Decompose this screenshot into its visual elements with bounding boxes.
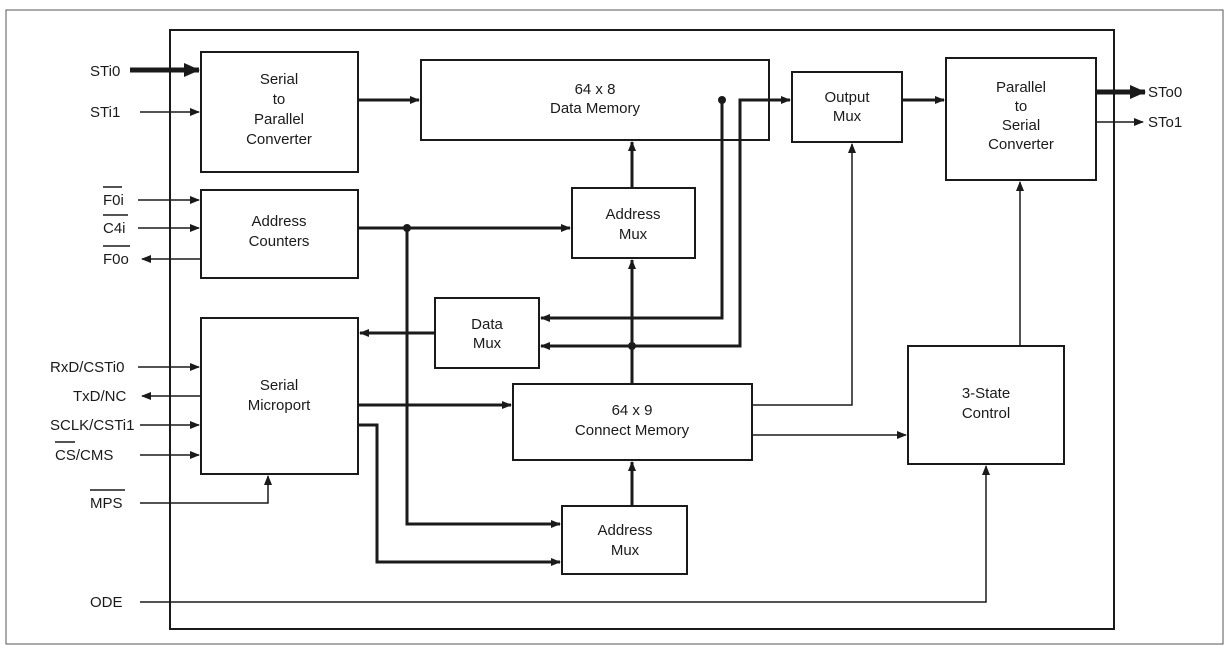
- block-label: Address: [597, 522, 652, 539]
- signal-sto0: STo0: [1148, 84, 1182, 101]
- block-label: Converter: [246, 131, 312, 148]
- block-label: Mux: [619, 226, 648, 243]
- block-label: Output: [824, 89, 870, 106]
- serial-microport-block: Serial Microport: [201, 318, 358, 474]
- signal-c4i: C4i: [103, 220, 126, 237]
- block-label: Converter: [988, 136, 1054, 153]
- signal-rxd-csti0: RxD/CSTi0: [50, 359, 124, 376]
- output-mux-block: Output Mux: [792, 72, 902, 142]
- block-label: Control: [962, 405, 1010, 422]
- block-label: Serial: [1002, 117, 1040, 134]
- data-memory-block: 64 x 8 Data Memory: [421, 60, 769, 140]
- block-label: Serial: [260, 377, 298, 394]
- block-label: Connect Memory: [575, 422, 690, 439]
- block-label: Mux: [833, 108, 862, 125]
- block-label: Address: [605, 206, 660, 223]
- data-mux-block: Data Mux: [435, 298, 539, 368]
- block-label: Data Memory: [550, 100, 641, 117]
- serial-to-parallel-converter: Serial to Parallel Converter: [201, 52, 358, 172]
- block-label: Parallel: [254, 111, 304, 128]
- signal-cs-bar: CS: [55, 447, 76, 464]
- signal-txd-nc: TxD/NC: [73, 388, 126, 405]
- block-label: Mux: [473, 335, 502, 352]
- signal-cms: /CMS: [76, 447, 114, 464]
- signal-cs-cms: CS/CMS: [55, 447, 113, 464]
- block-label: Data: [471, 316, 503, 333]
- address-mux-top-block: Address Mux: [572, 188, 695, 258]
- signal-f0o: F0o: [103, 251, 129, 268]
- block-label: Microport: [248, 397, 311, 414]
- block-label: Parallel: [996, 79, 1046, 96]
- block-label: 64 x 9: [612, 402, 653, 419]
- signal-f0i: F0i: [103, 192, 124, 209]
- address-counters-block: Address Counters: [201, 190, 358, 278]
- block-label: to: [1015, 98, 1028, 115]
- address-mux-bottom-block: Address Mux: [562, 506, 687, 574]
- three-state-control-block: 3-State Control: [908, 346, 1064, 464]
- signal-sclk-csti1: SCLK/CSTi1: [50, 417, 134, 434]
- block-label: Address: [251, 213, 306, 230]
- block-label: Mux: [611, 542, 640, 559]
- parallel-to-serial-converter: Parallel to Serial Converter: [946, 58, 1096, 180]
- block-label: 64 x 8: [575, 81, 616, 98]
- connect-memory-block: 64 x 9 Connect Memory: [513, 384, 752, 460]
- signal-mps: MPS: [90, 495, 123, 512]
- block-label: Counters: [249, 233, 310, 250]
- signal-sti1: STi1: [90, 104, 120, 121]
- block-label: to: [273, 91, 286, 108]
- block-label: 3-State: [962, 385, 1010, 402]
- block-label: Serial: [260, 71, 298, 88]
- signal-sti0: STi0: [90, 63, 120, 80]
- signal-sto1: STo1: [1148, 114, 1182, 131]
- signal-ode: ODE: [90, 594, 123, 611]
